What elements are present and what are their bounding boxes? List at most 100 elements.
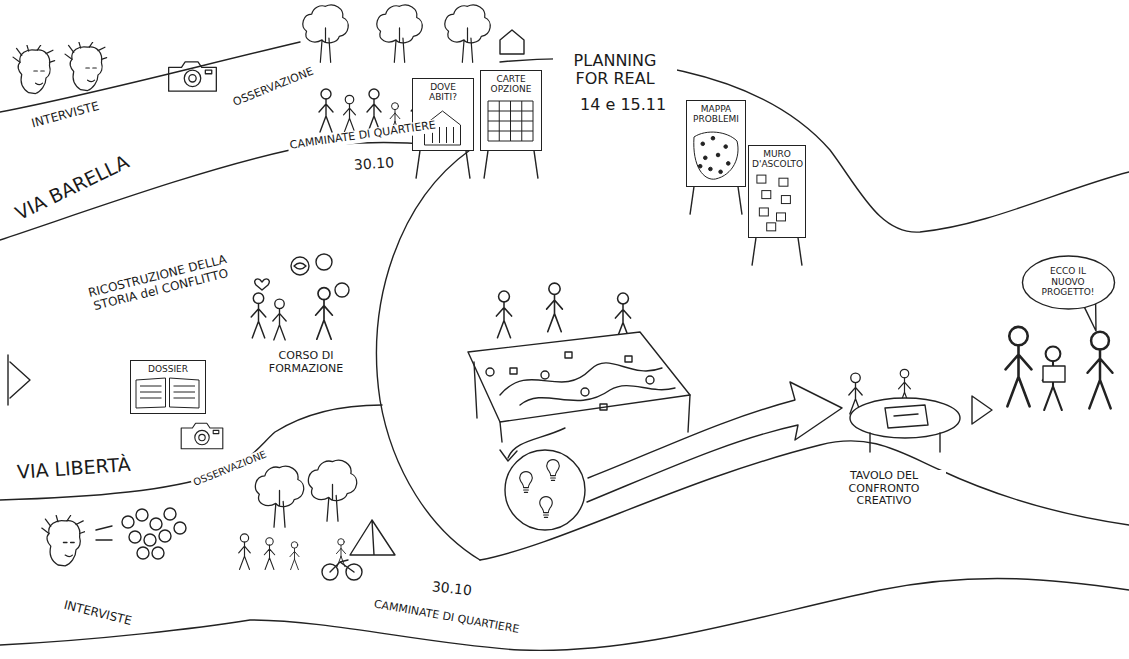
crowd-head: [164, 508, 176, 520]
crowd-head: [136, 509, 148, 521]
band-line: [0, 143, 470, 241]
bulb-icon: [540, 497, 552, 518]
camera-icon: [169, 62, 217, 91]
sticky-note: [762, 190, 771, 198]
text-label: CAMMINATE DI QUARTIERE: [371, 598, 522, 637]
grid-line: [499, 101, 500, 141]
sticky-note: [757, 175, 766, 183]
bulb-icon: [547, 460, 559, 481]
dossier-line: [140, 398, 195, 399]
participant-figure: [547, 283, 563, 332]
big-arrow: [587, 382, 842, 502]
map-house: [565, 352, 572, 358]
walker-figure: [367, 89, 381, 132]
column-line: [446, 127, 447, 143]
problem-dot: [698, 164, 702, 168]
text-label: INTERVISTE: [28, 99, 102, 131]
sticky-note: [777, 213, 786, 221]
bike-frame: [330, 560, 354, 572]
crowd-head: [150, 518, 162, 530]
board-leg: [466, 151, 470, 179]
board-title: DOVE ABITI?: [416, 82, 470, 103]
grid-line: [510, 101, 511, 141]
walker-figure: [264, 538, 274, 570]
house-sketch: [500, 30, 524, 54]
sticky-note: [779, 178, 788, 186]
sticky-note: [767, 223, 776, 231]
poster-board: CARTE OPZIONE: [480, 70, 542, 151]
camera-icon: [181, 423, 223, 449]
problem-dot: [711, 136, 715, 140]
crowd-head: [152, 547, 164, 559]
speech-bubble: ECCO IL NUOVO PROGETTO!: [1020, 254, 1117, 311]
board-leg: [738, 187, 742, 215]
map-tree: [646, 376, 654, 384]
problem-dot: [724, 144, 728, 148]
band-line: [0, 578, 1129, 650]
map-road: [500, 363, 662, 395]
heart-symbol: [255, 279, 270, 290]
text-label: OSSERVAZIONE: [230, 65, 318, 110]
text-label: INTERVISTE: [60, 598, 135, 629]
text-label: VIA LIBERTÀ: [14, 454, 133, 484]
board-title: DOSSIER: [134, 364, 202, 374]
board-leg: [752, 238, 756, 266]
text-label: 14 e 15.11: [578, 96, 668, 114]
grid-line: [488, 101, 489, 141]
walker-figure: [290, 542, 299, 570]
board-drawing: [134, 376, 201, 410]
board-leg: [690, 187, 694, 215]
board-drawing: [484, 97, 537, 147]
dossier-page: [136, 378, 166, 408]
crowd-head: [159, 530, 171, 542]
column-line: [453, 127, 454, 143]
resident-figure: [1006, 327, 1032, 406]
board-leg: [416, 151, 420, 179]
problem-dot: [709, 167, 713, 171]
tree-sketch: [255, 466, 303, 527]
map-house: [510, 368, 517, 374]
dossier-line: [140, 386, 195, 387]
band-line: [480, 441, 1129, 560]
start-arrow: [8, 355, 30, 405]
text-label: TAVOLO DEL CONFRONTO CREATIVO: [822, 470, 946, 508]
tree-sketch: [377, 5, 422, 62]
board-title: CARTE OPZIONE: [484, 74, 538, 95]
crowd-head: [144, 534, 156, 546]
column-line: [439, 127, 440, 143]
problem-dot: [701, 142, 705, 146]
text-label: OSSERVAZIONE: [190, 448, 270, 489]
dossier-line: [140, 392, 195, 393]
problem-dot: [726, 161, 730, 165]
text-label: 30.10: [429, 578, 475, 599]
crowd-sketch: [122, 508, 186, 559]
board-leg: [484, 151, 488, 179]
course-figure: [273, 299, 286, 340]
map-road: [520, 386, 675, 405]
dossier-page: [170, 378, 200, 408]
tent-sketch: [350, 520, 395, 555]
board-drawing: [690, 127, 741, 183]
text-label: CORSO DI FORMAZIONE: [262, 350, 350, 375]
face-sketch: [65, 42, 107, 91]
speech-lines: [96, 526, 112, 540]
problem-dot: [719, 170, 723, 174]
bubble-ellipse: [1022, 256, 1114, 309]
crowd-head: [174, 522, 186, 534]
sticky-note: [759, 208, 768, 216]
walker-figure: [319, 89, 333, 132]
thought-bubble: [291, 257, 309, 275]
map-house: [625, 356, 632, 362]
map-house: [600, 404, 607, 410]
problem-dot: [704, 156, 708, 160]
tree-sketch: [445, 5, 490, 62]
tree-sketch: [303, 5, 348, 62]
crowd-head: [129, 531, 141, 543]
course-figure: [251, 293, 266, 338]
board-title: MAPPA PROBLEMI: [690, 104, 742, 125]
planning-table: [468, 332, 690, 422]
table-legs: [870, 433, 940, 452]
table-sheet: [885, 405, 928, 428]
